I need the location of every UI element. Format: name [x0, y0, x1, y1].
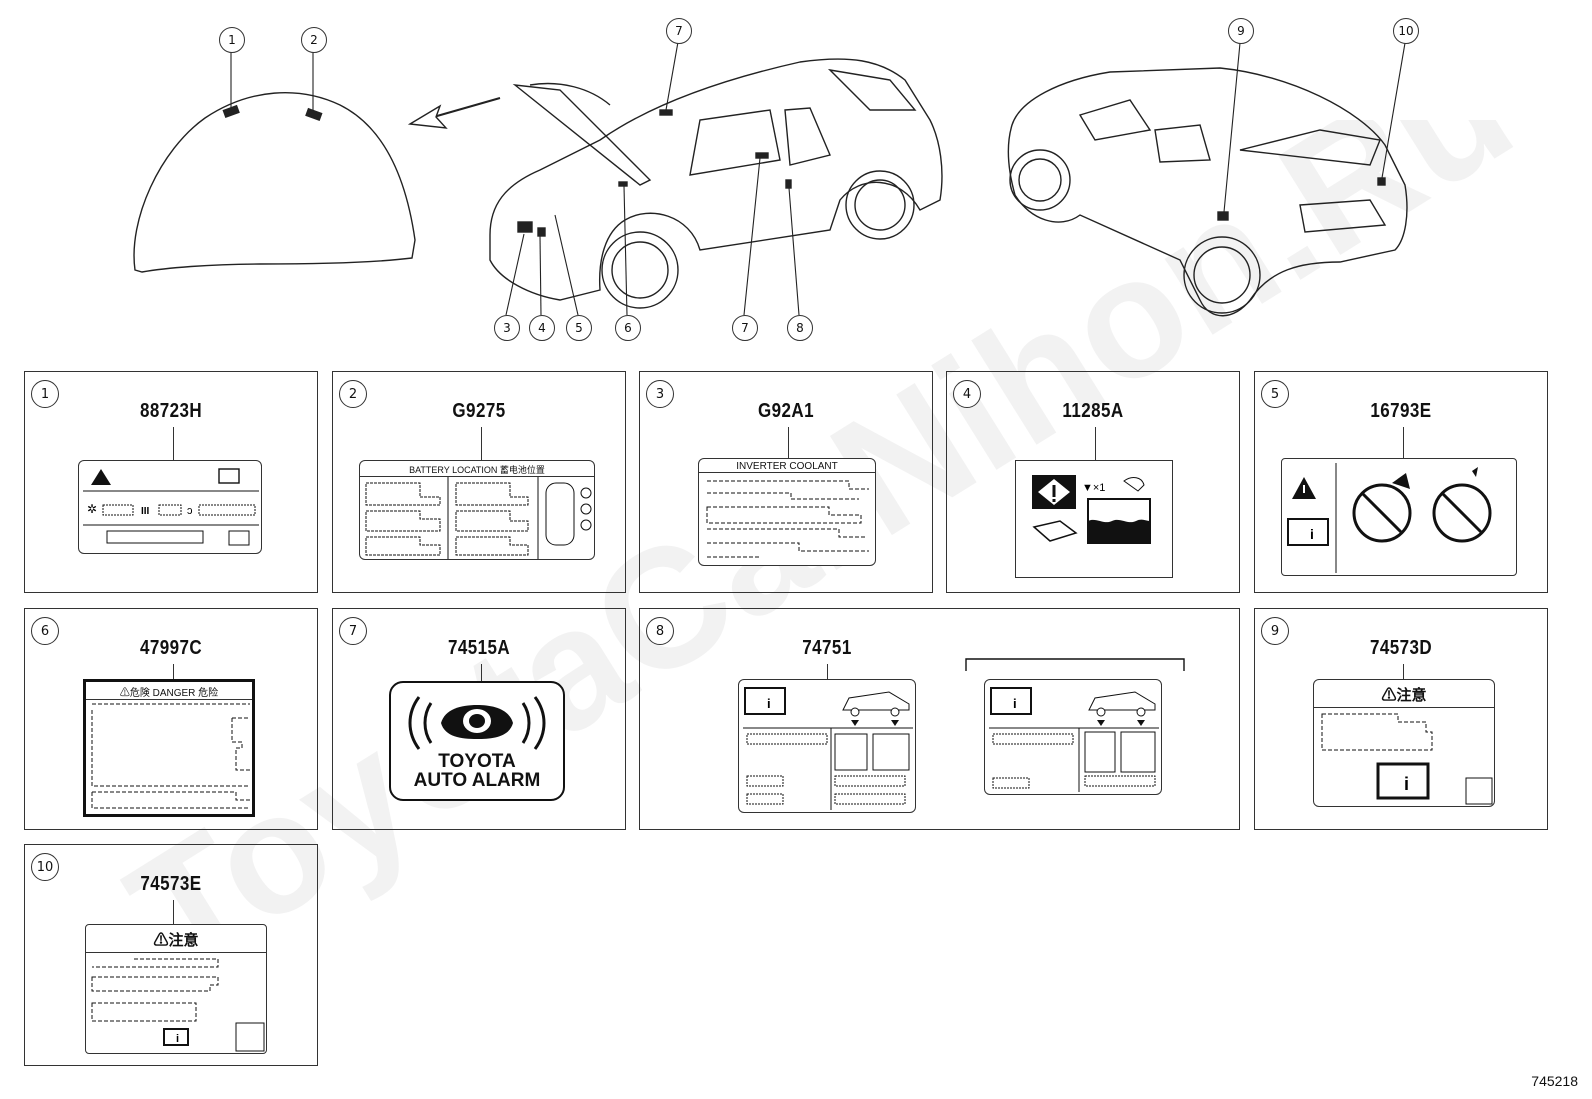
- panel-number: 8: [646, 617, 674, 645]
- overview-callout-10: 10: [1393, 18, 1419, 44]
- overview-callout-5: 5: [566, 315, 592, 341]
- label-74751-b: i: [984, 679, 1162, 795]
- overview-callout-1: 1: [219, 27, 245, 53]
- front-car-outline: [489, 58, 943, 301]
- panel-number: 6: [31, 617, 59, 645]
- panel-number: 7: [339, 617, 367, 645]
- panel-8: 8 74751 i i: [639, 608, 1240, 830]
- label-88723H: ✲ III ↄ: [78, 460, 262, 554]
- diagram-id: 745218: [1531, 1073, 1578, 1089]
- part-number: 74751: [802, 637, 852, 659]
- part-number: G92A1: [758, 400, 814, 422]
- part-number: 74515A: [447, 637, 511, 659]
- label-74751-a: i: [738, 679, 916, 813]
- panel-number: 1: [31, 380, 59, 408]
- label-heading: ⚠注意: [1314, 684, 1494, 708]
- panel-7: 7 74515A TOYOTA AUTO ALARM: [332, 608, 626, 830]
- overview-callout-6: 6: [615, 315, 641, 341]
- panel-6: 6 47997C ⚠危険 DANGER 危险: [24, 608, 318, 830]
- overview-callout-8: 8: [787, 315, 813, 341]
- vehicle-overview-drawing: [133, 41, 1408, 317]
- label-heading: INVERTER COOLANT: [699, 461, 875, 473]
- panel-number: 9: [1261, 617, 1289, 645]
- part-number: 88723H: [139, 400, 203, 422]
- label-16793E: i: [1281, 458, 1517, 576]
- svg-text:III: III: [141, 506, 150, 517]
- label-11285A: ▼×1: [1015, 460, 1173, 578]
- svg-text:i: i: [176, 1033, 179, 1045]
- part-number: G9275: [452, 400, 506, 422]
- panel-1: 1 88723H ✲ III ↄ: [24, 371, 318, 593]
- variant-bracket: [965, 658, 1185, 671]
- panel-number: 5: [1261, 380, 1289, 408]
- overview-callout-9: 9: [1228, 18, 1254, 44]
- label-heading: ⚠注意: [86, 929, 266, 953]
- panel-number: 10: [31, 853, 59, 881]
- panel-4: 4 11285A ▼×1: [946, 371, 1240, 593]
- part-number: 11285A: [1062, 400, 1124, 422]
- panel-number: 3: [646, 380, 674, 408]
- panel-3: 3 G92A1 INVERTER COOLANT: [639, 371, 933, 593]
- label-heading: BATTERY LOCATION 蓄电池位置: [360, 463, 594, 477]
- label-heading: ⚠危険 DANGER 危险: [86, 684, 252, 700]
- panel-2: 2 G9275 BATTERY LOCATION 蓄电池位置: [332, 371, 626, 593]
- panel-5: 5 16793E i: [1254, 371, 1548, 593]
- hood-outline: [133, 92, 416, 273]
- part-number: 74573E: [140, 873, 202, 895]
- overview-callout-2: 2: [301, 27, 327, 53]
- rear-car-outline: [1007, 67, 1408, 317]
- svg-text:i: i: [1310, 526, 1314, 542]
- panel-number: 4: [953, 380, 981, 408]
- label-G92A1: INVERTER COOLANT: [698, 458, 876, 566]
- label-74515A: TOYOTA AUTO ALARM: [389, 681, 565, 801]
- panel-number: 2: [339, 380, 367, 408]
- svg-text:i: i: [1013, 696, 1017, 711]
- label-74573E: ⚠注意 i: [85, 924, 267, 1054]
- svg-text:i: i: [1404, 774, 1409, 794]
- svg-text:▼×1: ▼×1: [1082, 482, 1105, 494]
- panel-10: 10 74573E ⚠注意 i: [24, 844, 318, 1066]
- part-number: 16793E: [1370, 400, 1432, 422]
- svg-text:i: i: [767, 696, 771, 711]
- label-line-toyota: TOYOTA: [438, 751, 516, 772]
- label-47997C: ⚠危険 DANGER 危险: [83, 679, 255, 817]
- part-number: 74573D: [1369, 637, 1433, 659]
- overview-callout-7: 7: [732, 315, 758, 341]
- overview-callout-7-top: 7: [666, 18, 692, 44]
- overview-callout-4: 4: [529, 315, 555, 341]
- label-G9275: BATTERY LOCATION 蓄电池位置: [359, 460, 595, 560]
- part-number: 47997C: [139, 637, 203, 659]
- label-74573D: ⚠注意 i: [1313, 679, 1495, 807]
- label-line-auto-alarm: AUTO ALARM: [413, 770, 541, 791]
- overview-callout-3: 3: [494, 315, 520, 341]
- panel-9: 9 74573D ⚠注意 i: [1254, 608, 1548, 830]
- svg-text:✲: ✲: [87, 502, 97, 516]
- svg-text:ↄ: ↄ: [187, 505, 193, 517]
